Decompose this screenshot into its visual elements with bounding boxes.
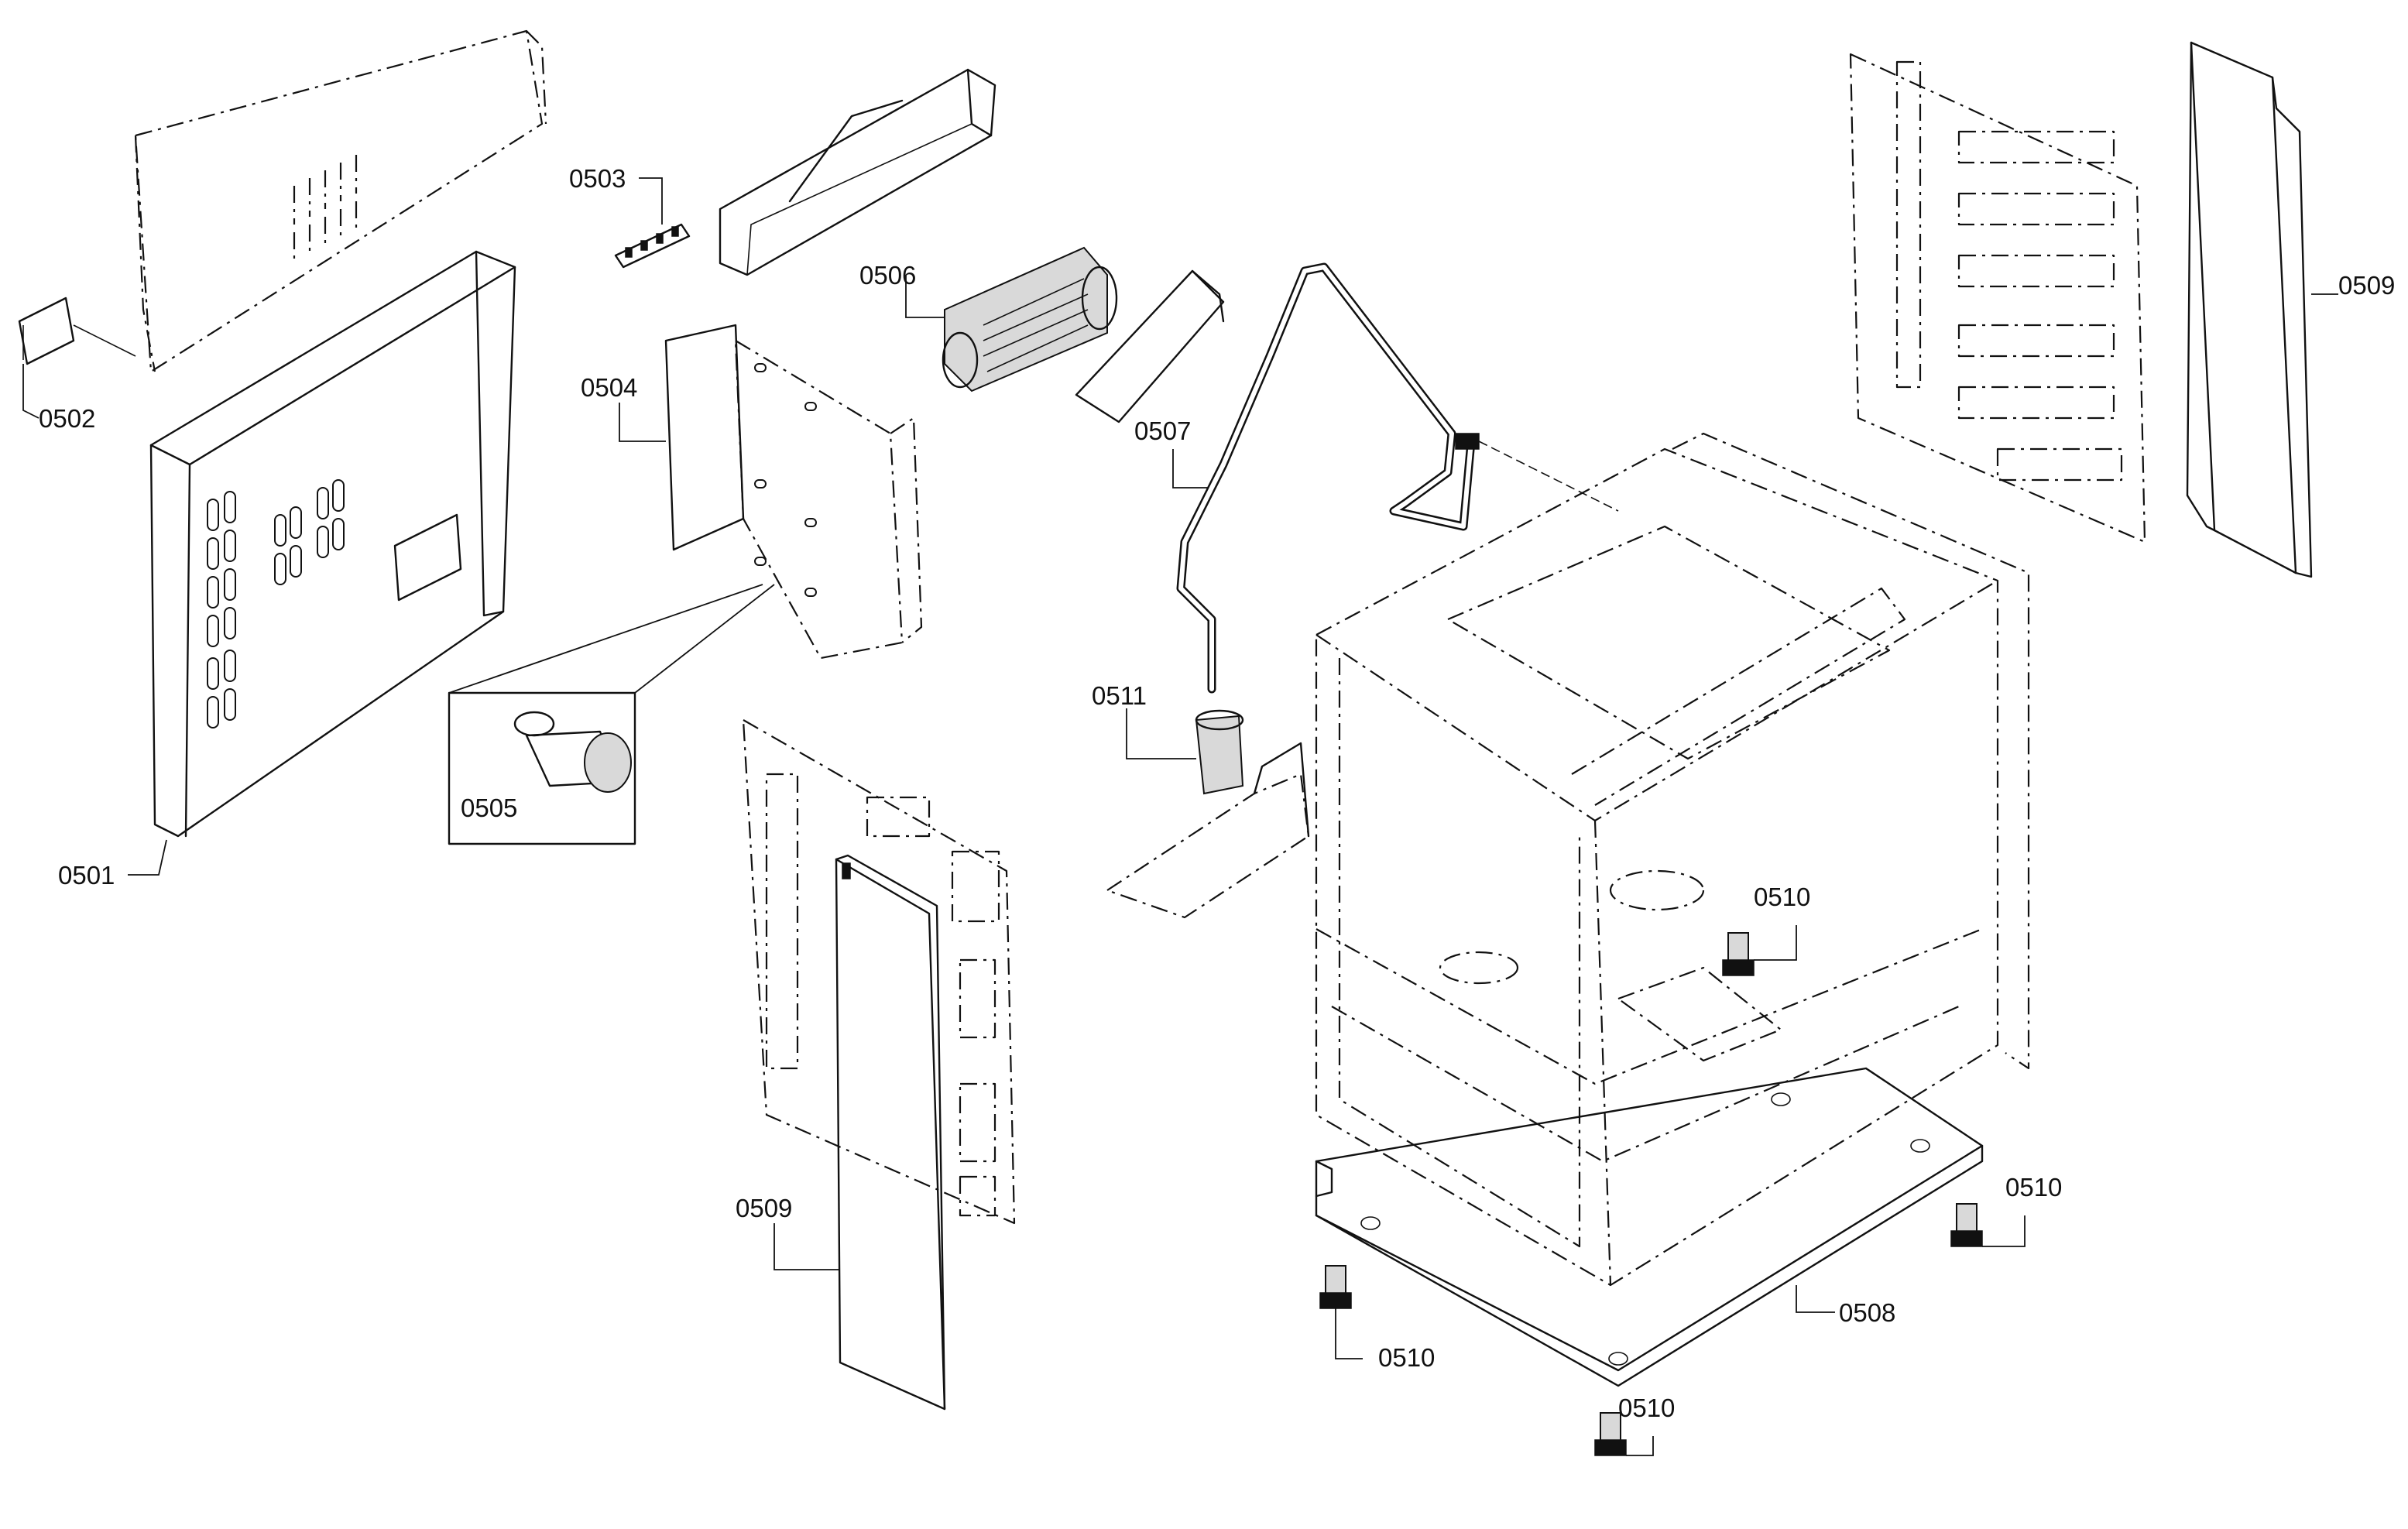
callout-0501: 0501	[58, 861, 115, 890]
part-0508-base-plate	[1315, 1067, 1984, 1387]
callout-0502: 0502	[39, 404, 95, 433]
right-rear-panel	[1849, 53, 2146, 543]
part-0510-screw-bottom-center	[1594, 1412, 1627, 1456]
part-0505-capacitor-detail	[448, 584, 775, 845]
callout-0508: 0508	[1839, 1298, 1895, 1327]
part-0506-blower-fan	[942, 246, 1118, 393]
top-rear-panel	[134, 29, 547, 373]
part-0507-gas-tube	[1176, 262, 1619, 694]
callout-labels: 0501 0502 0503 0504 0505 0506 0507 0509 …	[39, 164, 2395, 1422]
callout-0509-right: 0509	[2338, 271, 2395, 300]
callout-0510-right: 0510	[2005, 1173, 2062, 1202]
part-0511-gas-valve	[1106, 709, 1310, 919]
part-0502-cover-plate	[18, 297, 136, 365]
callout-0510-cabinet: 0510	[1754, 883, 1810, 911]
callout-0503: 0503	[569, 164, 626, 193]
part-0510-screw-cabinet	[1722, 932, 1755, 976]
part-0509-right-trim-panel	[2186, 41, 2313, 578]
top-air-duct	[719, 68, 996, 276]
center-side-panel	[742, 718, 1016, 1225]
callout-leaders	[22, 177, 2338, 1456]
callout-0510-bottom-center: 0510	[1618, 1394, 1675, 1422]
side-panel-vent-slots	[207, 479, 345, 729]
part-0504-control-board	[664, 324, 923, 660]
part-0509-left-trim-panel	[835, 854, 946, 1411]
part-0510-screw-bottom-left	[1319, 1265, 1352, 1309]
part-0503-terminal-block	[614, 223, 691, 269]
callout-0507: 0507	[1134, 417, 1191, 445]
callout-0509-left: 0509	[736, 1194, 792, 1222]
part-0501-side-panel	[149, 250, 516, 838]
callout-0511: 0511	[1092, 681, 1147, 710]
callout-0510-bottom-left: 0510	[1378, 1343, 1435, 1372]
fan-mount-bracket	[1075, 269, 1225, 423]
part-0510-screw-right	[1950, 1203, 1983, 1247]
callout-0504: 0504	[581, 373, 637, 402]
callout-0506: 0506	[859, 261, 916, 290]
callout-0505: 0505	[461, 794, 517, 822]
oven-cabinet-frame	[1315, 432, 2030, 1287]
